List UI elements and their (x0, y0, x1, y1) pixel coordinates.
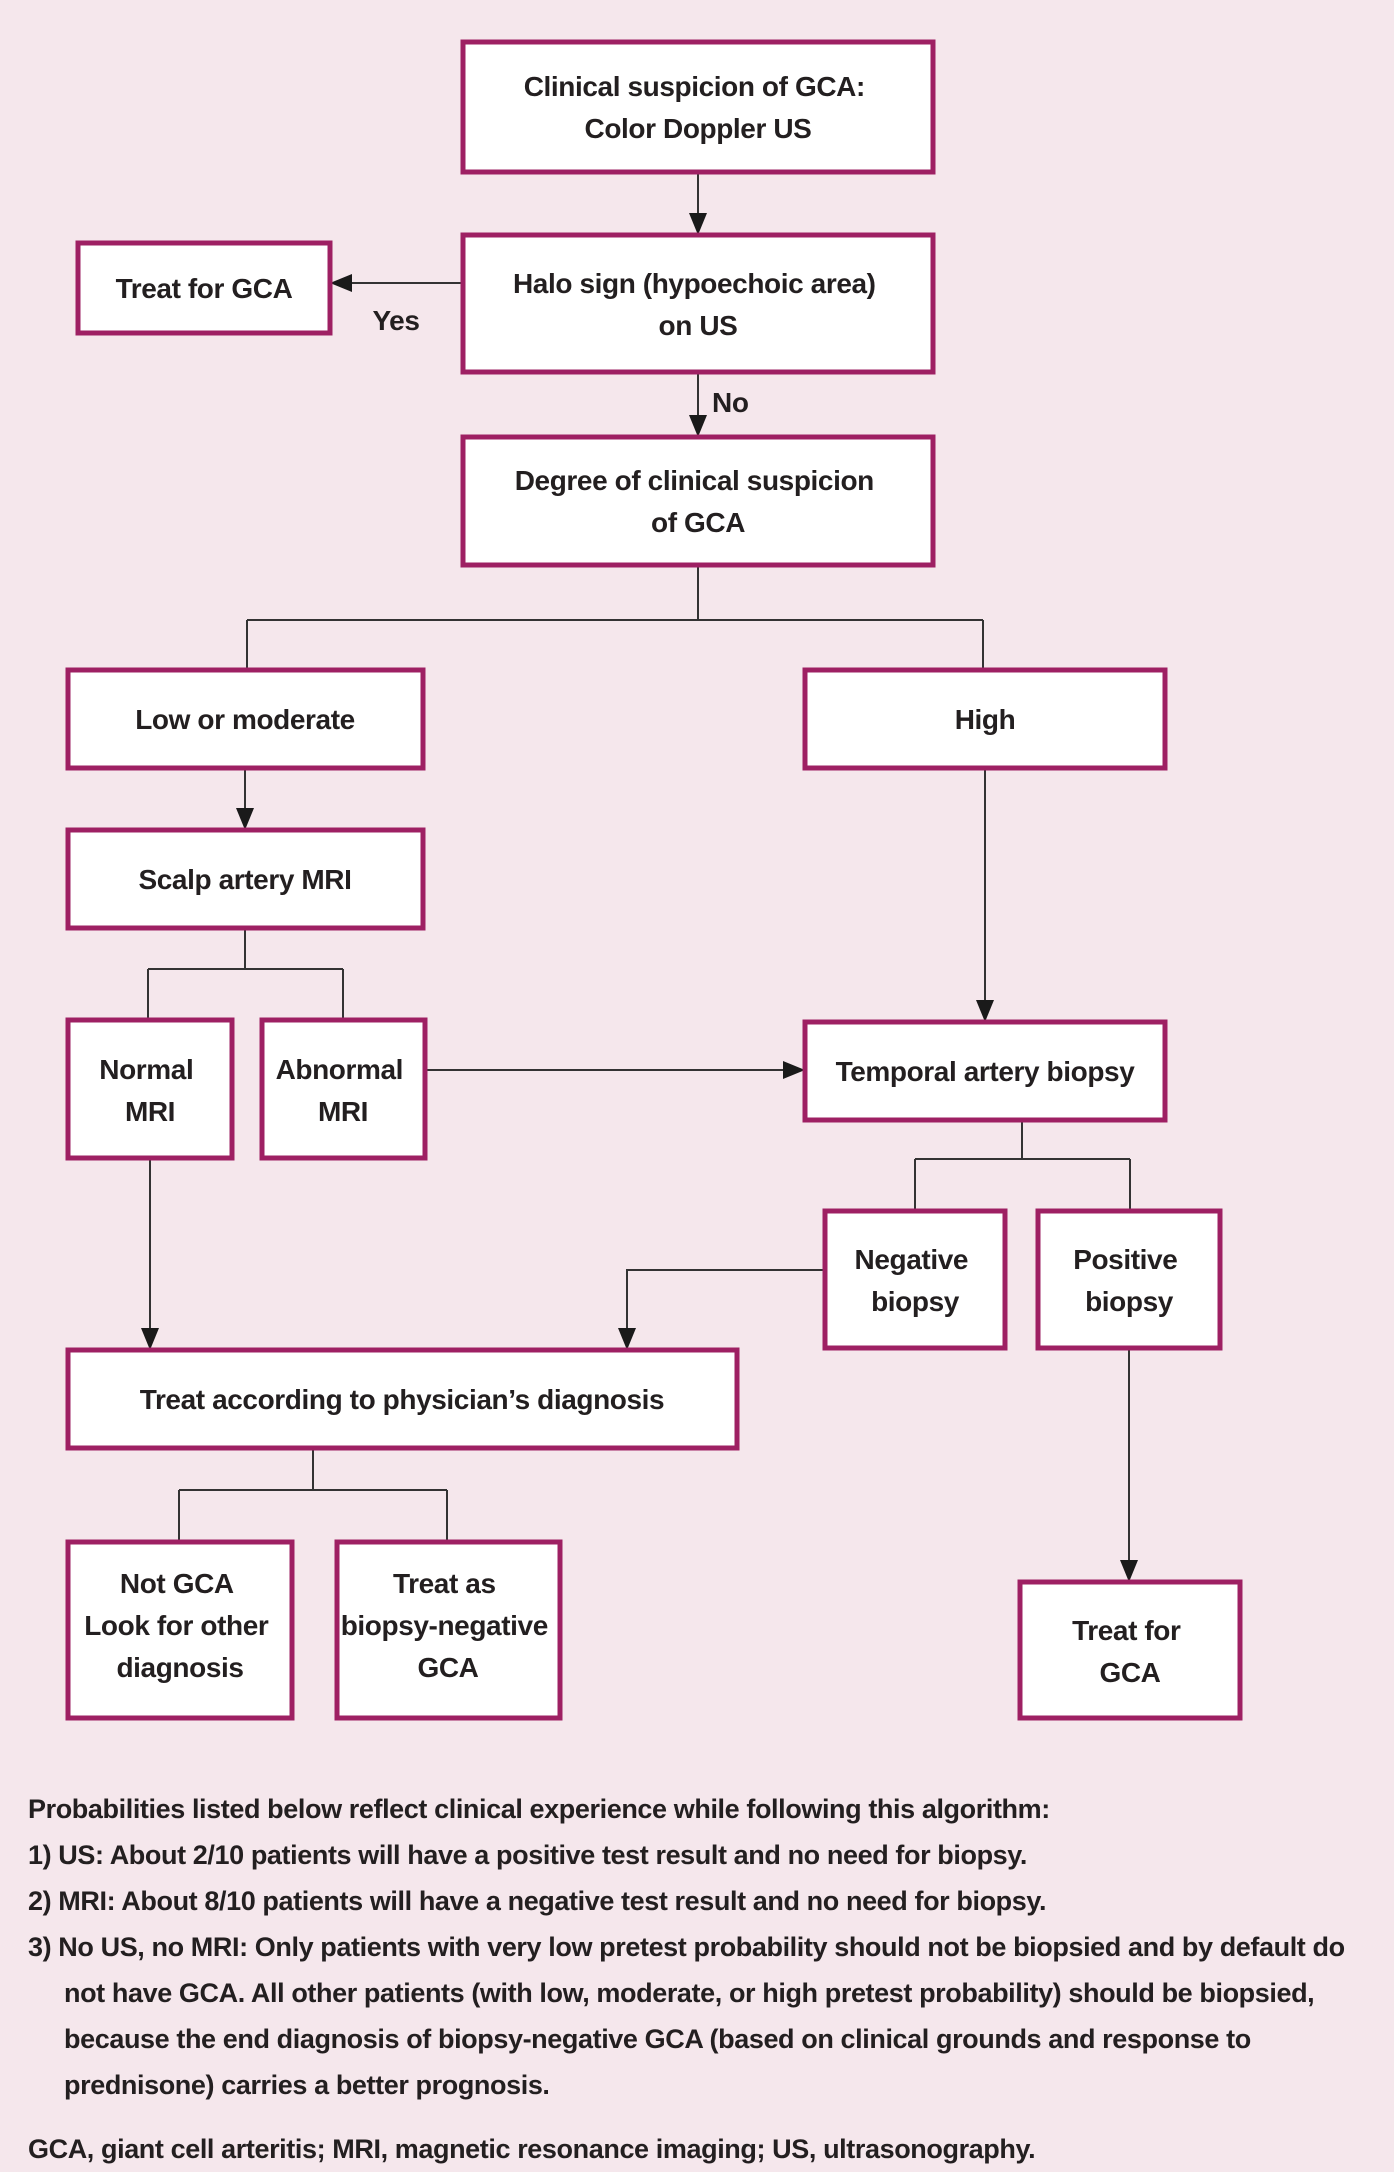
node-clinical-suspicion: Clinical suspicion of GCA: Color Doppler… (460, 39, 936, 175)
node-label-line: Treat as (393, 1568, 496, 1599)
node-box (65, 1017, 235, 1161)
node-high: High (802, 667, 1168, 771)
node-label: Degree of clinical suspicion of GCA (515, 465, 882, 538)
node-label: Treat according to physician’s diagnosis (140, 1384, 664, 1415)
node-treat-physician: Treat according to physician’s diagnosis (65, 1347, 740, 1451)
node-label: Clinical suspicion of GCA: Color Doppler… (524, 71, 873, 144)
flowchart-canvas: Yes No Clinical suspicion of GCA: Color … (65, 39, 1243, 1721)
node-label: Treat for GCA (116, 273, 293, 304)
node-treat-for-gca-bottom: Treat for GCA (1017, 1579, 1243, 1721)
node-label-line: biopsy-negative (341, 1610, 548, 1641)
node-box (65, 1539, 295, 1721)
node-box (65, 827, 426, 931)
node-box (460, 232, 936, 375)
node-label-line: Degree of clinical suspicion (515, 465, 874, 496)
edge-treatphys-split (178, 1448, 448, 1542)
node-label-line: GCA (417, 1652, 478, 1683)
footnote-item-no-us-no-mri: 3) No US, no MRI: Only patients with ver… (28, 1932, 1345, 2100)
connectors (141, 172, 1138, 1582)
node-halo-sign: Halo sign (hypoechoic area) on US (460, 232, 936, 375)
node-label-line: biopsy (1085, 1286, 1174, 1317)
node-label-line: Color Doppler US (585, 113, 812, 144)
node-label: Temporal artery biopsy (836, 1056, 1136, 1087)
node-label-line: Treat according to physician’s diagnosis (140, 1384, 664, 1415)
footnote-item-us: 1) US: About 2/10 patients will have a p… (28, 1840, 1027, 1870)
node-box (259, 1017, 428, 1161)
node-label-line: Low or moderate (135, 704, 355, 735)
node-treat-biopsy-negative: Treat as biopsy-negative GCA (334, 1539, 563, 1721)
footnotes: Probabilities listed below reflect clini… (28, 1786, 1370, 2172)
node-negative-biopsy: Negative biopsy (822, 1208, 1008, 1351)
node-label-line: Look for other (84, 1610, 269, 1641)
node-box (822, 1208, 1008, 1351)
node-label: Abnormal MRI (276, 1054, 411, 1127)
node-positive-biopsy: Positive biopsy (1035, 1208, 1223, 1351)
node-temporal-biopsy: Temporal artery biopsy (802, 1019, 1168, 1123)
footnote-item-mri: 2) MRI: About 8/10 patients will have a … (28, 1886, 1047, 1916)
edge-label-no: No (712, 387, 749, 418)
node-box (1035, 1208, 1223, 1351)
node-not-gca: Not GCA Look for other diagnosis (65, 1539, 295, 1721)
node-label: Treat for GCA (1072, 1615, 1188, 1688)
node-label: Treat as biopsy-negative GCA (341, 1568, 556, 1683)
node-label-line: on US (659, 310, 738, 341)
edge-scalp-split (147, 928, 344, 1020)
node-box (460, 434, 936, 568)
node-label-line: Not GCA (120, 1568, 234, 1599)
node-label-line: Positive (1073, 1244, 1177, 1275)
footnote-intro: Probabilities listed below reflect clini… (28, 1794, 1050, 1824)
footnote-abbreviations: GCA, giant cell arteritis; MRI, magnetic… (28, 2134, 1036, 2164)
node-label-line: MRI (125, 1096, 175, 1127)
node-treat-for-gca-top: Treat for GCA (75, 240, 333, 336)
node-box (802, 1019, 1168, 1123)
node-label: Normal MRI (99, 1054, 200, 1127)
node-label-line: GCA (1099, 1657, 1160, 1688)
node-abnormal-mri: Abnormal MRI (259, 1017, 428, 1161)
node-label-line: High (955, 704, 1016, 735)
node-label-line: Abnormal (276, 1054, 403, 1085)
edge-negative-to-treatphys (618, 1269, 825, 1350)
node-box (75, 240, 333, 336)
node-label: Low or moderate (135, 704, 355, 735)
node-label-line: Halo sign (hypoechoic area) (513, 268, 876, 299)
node-box (65, 1347, 740, 1451)
node-label: Negative biopsy (855, 1244, 976, 1317)
node-box (65, 667, 426, 771)
node-low-moderate: Low or moderate (65, 667, 426, 771)
edge-temporal-split (914, 1120, 1131, 1211)
node-degree-suspicion: Degree of clinical suspicion of GCA (460, 434, 936, 568)
edge-degree-split (246, 565, 984, 670)
node-box (1017, 1579, 1243, 1721)
node-label-line: Clinical suspicion of GCA: (524, 71, 865, 102)
node-label-line: Treat for (1072, 1615, 1181, 1646)
node-normal-mri: Normal MRI (65, 1017, 235, 1161)
node-label-line: Treat for GCA (116, 273, 293, 304)
node-label-line: MRI (318, 1096, 368, 1127)
node-label: Positive biopsy (1073, 1244, 1185, 1317)
node-label: High (955, 704, 1016, 735)
node-label: Scalp artery MRI (138, 864, 351, 895)
node-label-line: Scalp artery MRI (138, 864, 351, 895)
node-label: Halo sign (hypoechoic area) on US (513, 268, 883, 341)
node-box (460, 39, 936, 175)
node-label-line: Temporal artery biopsy (836, 1056, 1136, 1087)
node-box (802, 667, 1168, 771)
node-scalp-mri: Scalp artery MRI (65, 827, 426, 931)
node-box (334, 1539, 563, 1721)
node-label: Not GCA Look for other diagnosis (84, 1568, 276, 1683)
edge-label-yes: Yes (372, 305, 419, 336)
node-label-line: Negative (855, 1244, 969, 1275)
node-label-line: of GCA (651, 507, 745, 538)
node-label-line: biopsy (871, 1286, 960, 1317)
node-label-line: diagnosis (116, 1652, 243, 1683)
node-label-line: Normal (99, 1054, 193, 1085)
